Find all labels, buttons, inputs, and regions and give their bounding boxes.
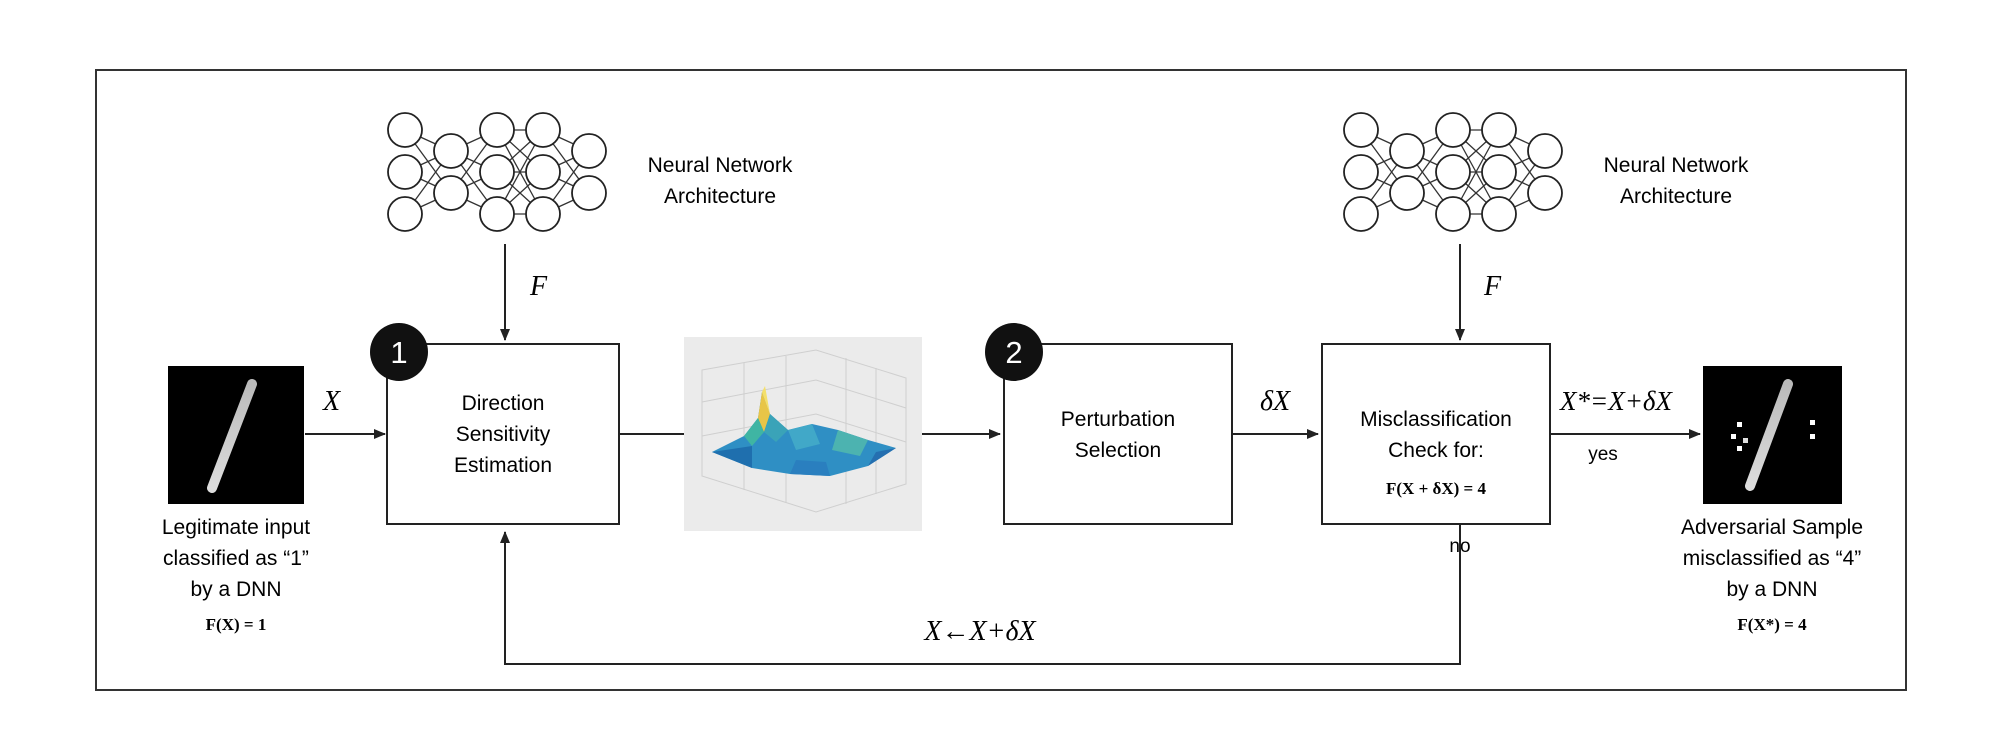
nn-node: [387, 196, 423, 232]
nn-node: [1481, 154, 1517, 190]
arrow-label-x: X: [322, 386, 341, 417]
check-box: [1321, 343, 1551, 525]
step1-number: 1: [390, 335, 407, 370]
nn-node: [1389, 133, 1425, 169]
step2-label-line1: Perturbation: [1061, 408, 1175, 431]
yes-label: yes: [1588, 444, 1618, 465]
nn-node: [571, 175, 607, 211]
nn-right-label-line2: Architecture: [1620, 185, 1732, 208]
step2-box: [1003, 343, 1233, 525]
nn-node: [1435, 112, 1471, 148]
feedback-loop-line: [500, 524, 1461, 665]
nn-node: [387, 154, 423, 190]
feedback-label: X←X+δX: [923, 616, 1036, 647]
input-caption-line2: classified as “1”: [163, 547, 309, 570]
check-label-line2: Check for:: [1388, 439, 1484, 462]
nn-node: [1343, 154, 1379, 190]
neural-network-icon-right: [1343, 112, 1563, 232]
nn-node: [1343, 112, 1379, 148]
arrow-label-f-right: F: [1483, 271, 1502, 302]
nn-node: [1481, 196, 1517, 232]
arrow-label-delta-x: δX: [1260, 386, 1291, 417]
nn-node: [479, 112, 515, 148]
step1-badge: [370, 323, 428, 381]
output-caption-line1: Adversarial Sample: [1681, 516, 1863, 539]
nn-left-label-line1: Neural Network: [648, 154, 793, 177]
neural-network-icon-left: [387, 112, 607, 232]
step2-label-line2: Selection: [1075, 439, 1161, 462]
nn-node: [433, 175, 469, 211]
figure-frame: [95, 69, 1907, 691]
input-formula: F(X) = 1: [206, 615, 267, 634]
output-caption-line2: misclassified as “4”: [1683, 547, 1862, 570]
input-digit-image: [168, 366, 304, 504]
nn-node: [571, 133, 607, 169]
adversarial-digit-image: [1703, 366, 1842, 504]
step2-number: 2: [1005, 335, 1022, 370]
output-caption-line3: by a DNN: [1726, 578, 1817, 601]
input-caption-line3: by a DNN: [190, 578, 281, 601]
nn-node: [479, 196, 515, 232]
nn-node: [1389, 175, 1425, 211]
step1-label-line2: Sensitivity: [456, 423, 551, 446]
nn-node: [525, 154, 561, 190]
nn-node: [479, 154, 515, 190]
sensitivity-surface-plot: [684, 337, 922, 531]
nn-node: [1435, 154, 1471, 190]
nn-node: [525, 196, 561, 232]
nn-right-label-line1: Neural Network: [1604, 154, 1749, 177]
nn-node: [1343, 196, 1379, 232]
input-caption-line1: Legitimate input: [162, 516, 310, 539]
step2-badge: [985, 323, 1043, 381]
step1-label-line3: Estimation: [454, 454, 552, 477]
nn-left-label-line2: Architecture: [664, 185, 776, 208]
nn-node: [433, 133, 469, 169]
arrow-label-f-left: F: [529, 271, 548, 302]
check-label-line1: Misclassification: [1360, 408, 1512, 431]
nn-node: [525, 112, 561, 148]
nn-node: [1527, 133, 1563, 169]
nn-node: [1481, 112, 1517, 148]
nn-node: [387, 112, 423, 148]
step1-box: [386, 343, 620, 525]
nn-node: [1435, 196, 1471, 232]
step1-label-line1: Direction: [462, 392, 545, 415]
nn-node: [1527, 175, 1563, 211]
arrow-label-x-star: X*=X+δX: [1559, 386, 1673, 416]
output-formula: F(X*) = 4: [1737, 615, 1807, 634]
check-formula: F(X + δX) = 4: [1386, 479, 1486, 498]
